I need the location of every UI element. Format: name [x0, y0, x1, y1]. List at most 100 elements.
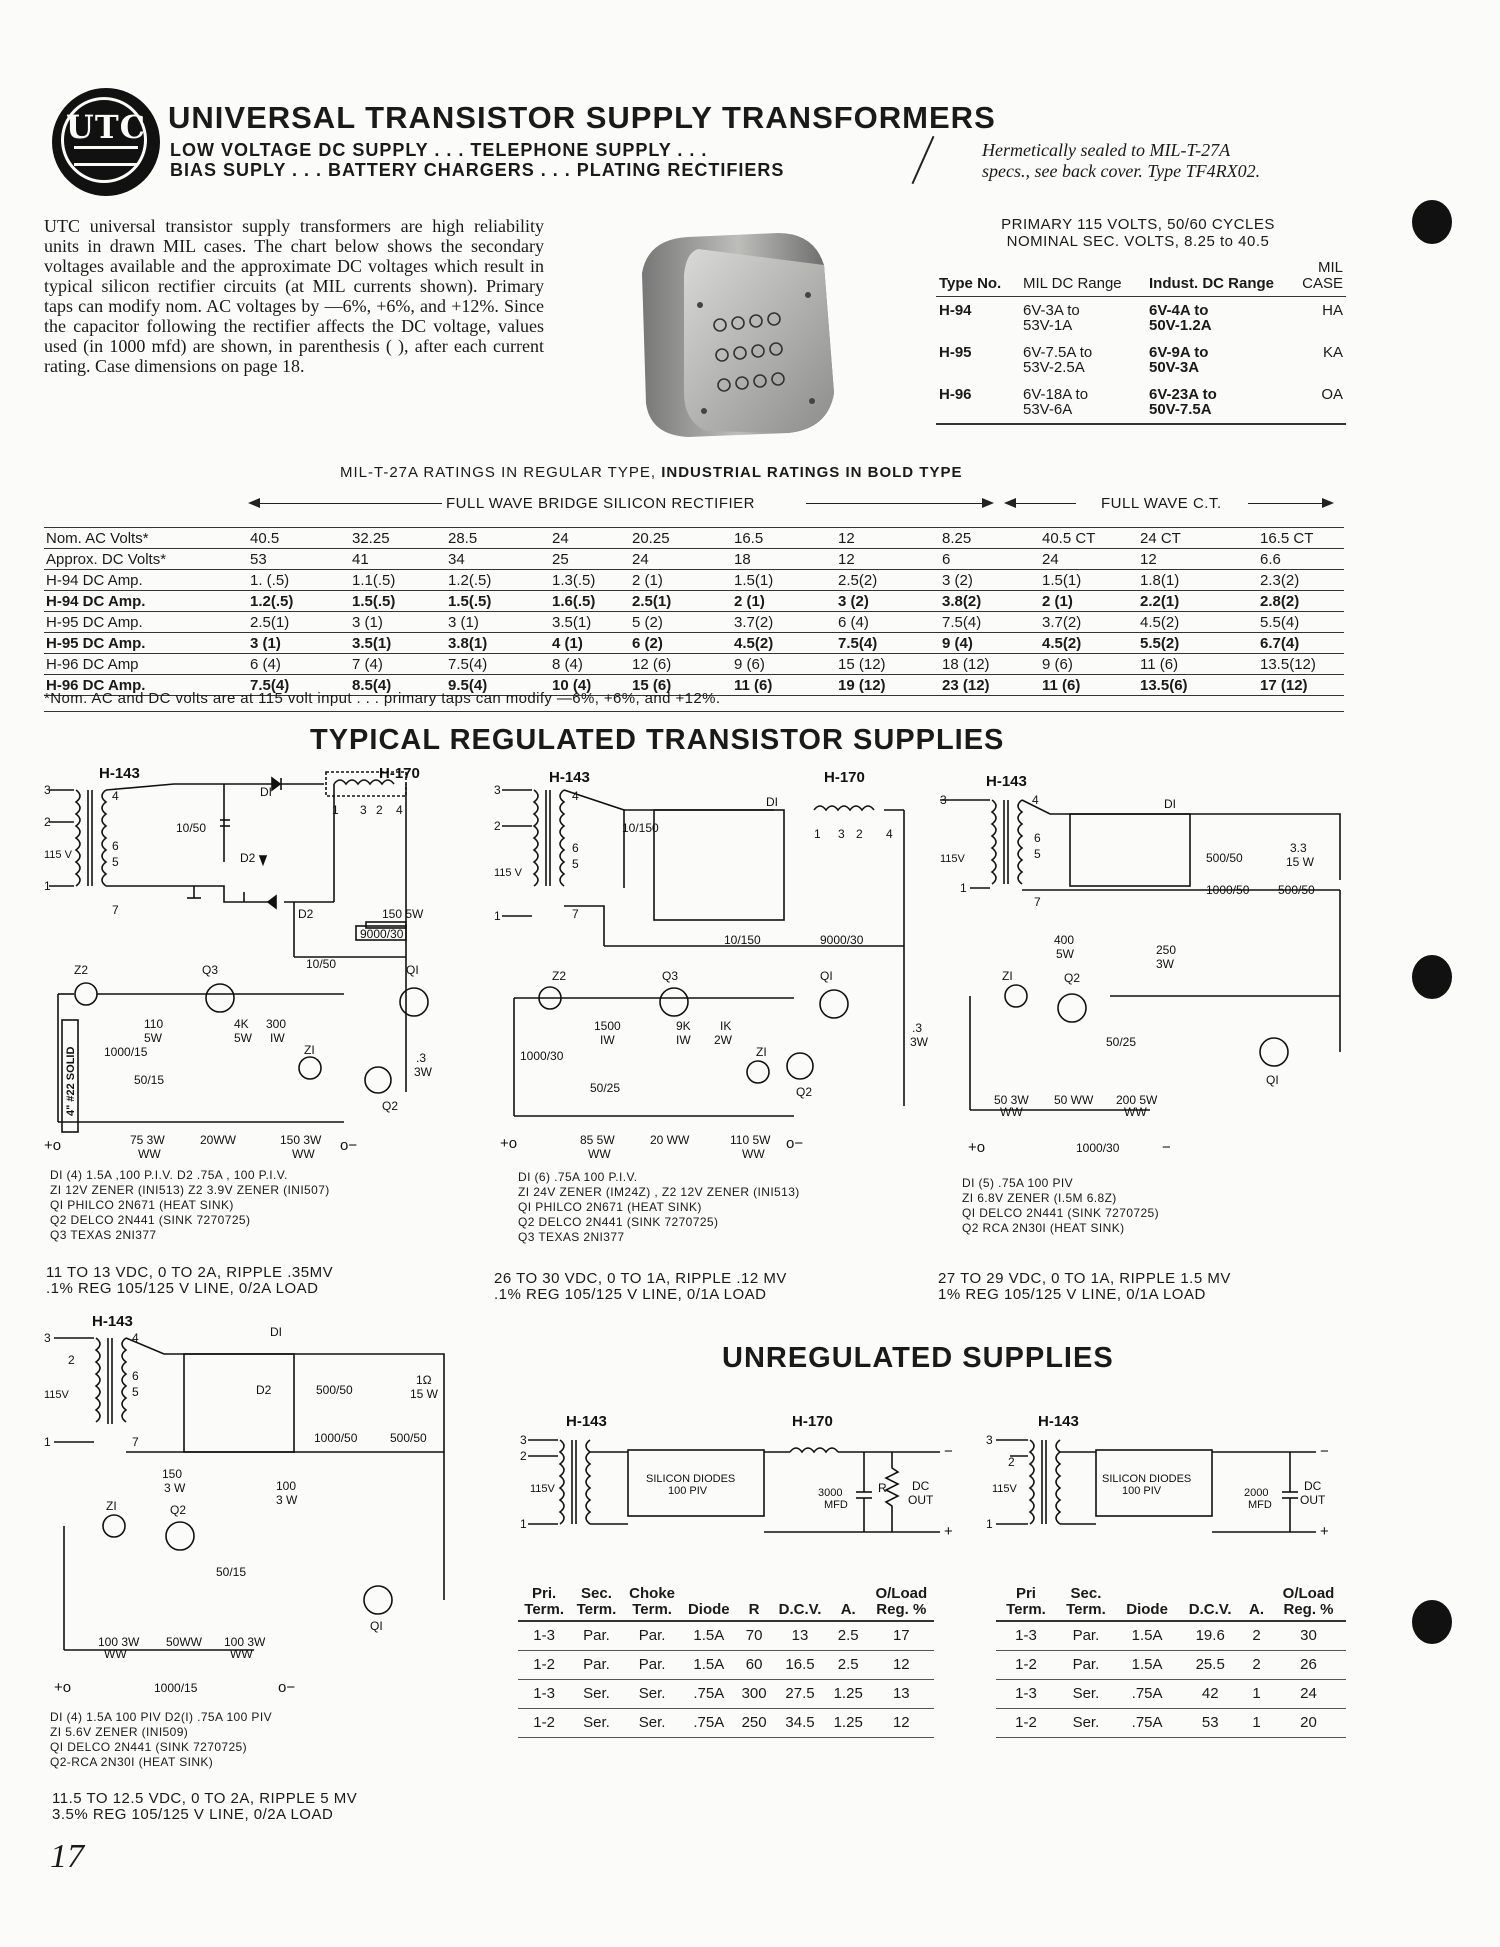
c4-pin-4: 4: [132, 1331, 139, 1345]
c3-spec-line-1: 27 TO 29 VDC, 0 TO 1A, RIPPLE 1.5 MV: [938, 1270, 1231, 1287]
c2-minus-out: o−: [786, 1135, 803, 1152]
u1-cap: 3000: [818, 1487, 842, 1499]
c2-spec-line-2: .1% REG 105/125 V LINE, 0/1A LOAD: [494, 1286, 767, 1303]
c2-pin-6: 6: [572, 841, 579, 855]
unreg-table-cell: 250: [736, 1708, 773, 1738]
u1-xfmr-label: H-143: [566, 1413, 607, 1430]
ratings-cell: 2 (1): [1040, 590, 1138, 612]
hermetic-note-line-1: Hermetically sealed to MIL-T-27A: [982, 140, 1231, 160]
ratings-cell: 3 (1): [248, 632, 350, 654]
c3-spec-line-2: 1% REG 105/125 V LINE, 0/1A LOAD: [938, 1286, 1206, 1303]
unreg-col-header: A.: [827, 1586, 869, 1622]
c2-tap-2: 2: [494, 819, 501, 833]
ratings-cell: 16.5: [732, 527, 836, 549]
c2-r110-5w: 110 5W: [730, 1133, 771, 1147]
hermetic-note: Hermetically sealed to MIL-T-27A specs.,…: [982, 140, 1352, 182]
c2-r110-ww: WW: [742, 1147, 765, 1161]
c4-part: DI (4) 1.5A 100 PIV D2(I) .75A 100 PIV: [50, 1710, 272, 1724]
c4-tap-2: 2: [68, 1353, 75, 1367]
bridge-label: FULL WAVE BRIDGE SILICON RECTIFIER: [446, 495, 755, 512]
c1-cap-1000-15: 1000/15: [104, 1045, 148, 1059]
c2-pin-5: 5: [572, 857, 579, 871]
u2-tap-1: 1: [986, 1517, 993, 1531]
ratings-cell: 1.2(.5): [248, 590, 350, 612]
c1-solid-wire: 4" #22 SOLID: [65, 1047, 77, 1116]
c3-z1: ZI: [1002, 969, 1013, 983]
c2-plus-out: +o: [500, 1135, 517, 1152]
unreg-table-cell: 1.25: [827, 1679, 869, 1709]
c2-115v: 115 V: [494, 867, 523, 879]
unreg-table-cell: .75A: [1115, 1708, 1179, 1738]
ratings-row-label: H-95 DC Amp.: [44, 632, 248, 654]
u1-r: R: [878, 1481, 887, 1495]
c2-r03: .3: [912, 1021, 922, 1035]
ratings-cell: 1.5(1): [1040, 569, 1138, 591]
c3-115v: 115V: [940, 853, 966, 865]
unreg-table-cell: 13: [772, 1621, 828, 1651]
ratings-cell: 7.5(4): [248, 674, 350, 696]
ratings-cell: 2 (1): [732, 590, 836, 612]
c3-xfmr-label: H-143: [986, 773, 1027, 790]
c1-pin-5: 5: [112, 855, 119, 869]
c4-r150-3w: 3 W: [164, 1481, 186, 1495]
case-cell: OA: [1282, 381, 1346, 425]
unreg-table-cell: 1.5A: [681, 1650, 736, 1680]
ratings-cell: 2 (1): [630, 569, 732, 591]
ratings-cell: 13.5(12): [1258, 653, 1339, 675]
c4-cap-500-50-b: 500/50: [390, 1431, 427, 1445]
ratings-cell: 40.5: [248, 527, 350, 549]
ratings-cell: 2.3(2): [1258, 569, 1339, 591]
u2-tap-3: 3: [986, 1433, 993, 1447]
c2-parts-list: DI (6) .75A 100 P.I.V. ZI 24V ZENER (IM2…: [518, 1170, 800, 1245]
ratings-cell: 1.6(.5): [550, 590, 630, 612]
ratings-note-bold: INDUSTRIAL RATINGS IN BOLD TYPE: [661, 464, 963, 481]
c1-choke-pin-3: 3: [360, 803, 367, 817]
c4-pin-5: 5: [132, 1385, 139, 1399]
ratings-cell: 11 (6): [1138, 653, 1258, 675]
unregulated-circuit-2: H-143 3 2 1 115V SILICON DIODES 100 PIV …: [986, 1413, 1329, 1540]
u2-plus: +: [1320, 1523, 1329, 1540]
c2-q3: Q3: [662, 969, 678, 983]
unreg-table-cell: 1.5A: [1115, 1650, 1179, 1680]
u2-tap-2: 2: [1008, 1455, 1015, 1469]
ratings-cell: 17 (12): [1258, 674, 1339, 696]
unreg-table-cell: 1-3: [518, 1621, 571, 1651]
c2-xfmr-label: H-143: [549, 769, 590, 786]
unreg-table-cell: 70: [736, 1621, 773, 1651]
ratings-cell: 11 (6): [1040, 674, 1138, 696]
c4-part: Q2-RCA 2N30I (HEAT SINK): [50, 1755, 214, 1769]
c3-cap-1000-50: 1000/50: [1206, 883, 1250, 897]
ratings-cell: 12: [1138, 548, 1258, 570]
u1-tap-2: 2: [520, 1449, 527, 1463]
c4-minus-out: o−: [278, 1679, 295, 1696]
unreg-table-cell: Par.: [622, 1621, 682, 1651]
c3-plus-out: +o: [968, 1139, 985, 1156]
c4-q2: Q2: [170, 1503, 186, 1517]
c3-part: Q2 RCA 2N30I (HEAT SINK): [962, 1221, 1125, 1235]
page-subtitle: LOW VOLTAGE DC SUPPLY . . . TELEPHONE SU…: [170, 140, 784, 180]
c3-q2: Q2: [1064, 971, 1080, 985]
ratings-row: H-95 DC Amp.2.5(1)3 (1)3 (1)3.5(1)5 (2)3…: [44, 611, 1344, 633]
unreg-col-header: D.C.V.: [1178, 1586, 1243, 1622]
ratings-cell: 3 (1): [350, 611, 446, 633]
unreg-table-cell: Ser.: [570, 1679, 623, 1709]
ratings-cell: 3.5(1): [550, 611, 630, 633]
c2-part: Q2 DELCO 2N441 (SINK 7270725): [518, 1215, 719, 1229]
c1-pin-6: 6: [112, 839, 119, 853]
c4-q1: QI: [370, 1619, 383, 1633]
c1-d1: DI: [260, 785, 272, 799]
c3-tap-3: 3: [940, 793, 947, 807]
c1-part: Q3 TEXAS 2NI377: [50, 1228, 157, 1242]
c3-r400: 400: [1054, 933, 1074, 947]
u2-dc: DC: [1304, 1479, 1322, 1493]
primary-heading-line-1: PRIMARY 115 VOLTS, 50/60 CYCLES: [1001, 216, 1275, 233]
ratings-cell: 10 (4): [550, 674, 630, 696]
